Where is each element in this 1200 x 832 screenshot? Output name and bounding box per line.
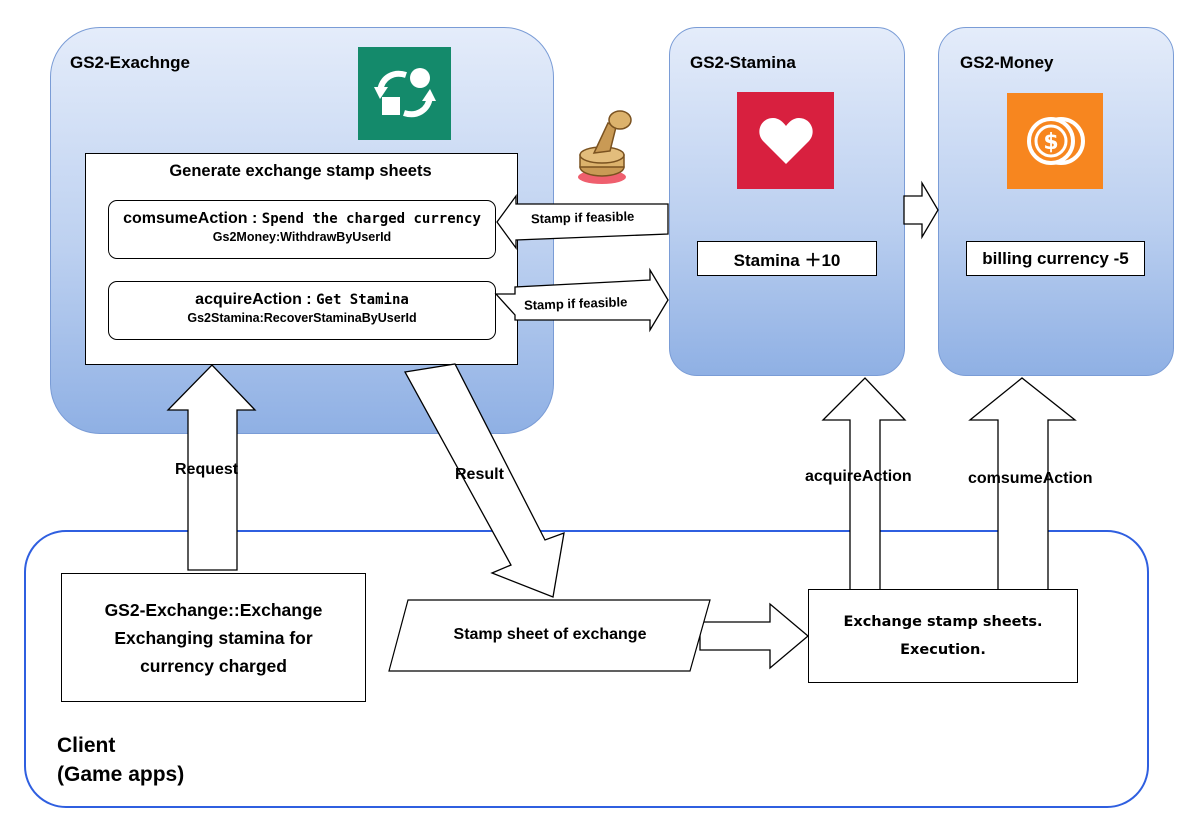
heart-icon: [737, 92, 834, 189]
client-label-line-1: Client: [57, 734, 116, 757]
stamp-sheet-label: Stamp sheet of exchange: [453, 626, 647, 643]
dollar-coin-icon: $: [1007, 93, 1103, 189]
stamina-value-box: Stamina ＋10: [697, 241, 877, 276]
acquire-action-method: Gs2Stamina:RecoverStaminaByUserId: [187, 311, 417, 325]
gs2-money-panel: [938, 27, 1174, 376]
acquire-action-arrow-label: acquireAction: [805, 468, 912, 485]
execution-line-2: Execution.: [900, 642, 986, 658]
sheet-title: Generate exchange stamp sheets: [169, 162, 432, 180]
execution-line-1: Exchange stamp sheets.: [843, 614, 1043, 630]
acquire-action-box: acquireAction : Get Stamina Gs2Stamina:R…: [108, 281, 496, 340]
gs2-exchange-title: GS2-Exachnge: [70, 53, 190, 72]
consume-action-label: comsumeAction :: [123, 210, 258, 227]
exchange-arrows-icon: [358, 47, 451, 140]
gs2-stamina-title: GS2-Stamina: [690, 53, 796, 72]
request-label: Request: [175, 461, 239, 478]
sheet-to-execution-arrow: [699, 602, 810, 670]
gs2-money-title: GS2-Money: [960, 53, 1054, 72]
exchange-call-line-2: Exchanging stamina for: [114, 627, 313, 648]
stamp-acquire-arrow: [494, 267, 669, 333]
rubber-stamp-glyph: [578, 110, 632, 184]
execution-box: Exchange stamp sheets. Execution.: [808, 589, 1078, 683]
request-arrow: [166, 364, 257, 571]
client-label-line-2: (Game apps): [57, 763, 185, 786]
stamp-consume-label: Stamp if feasible: [530, 208, 635, 227]
rubber-stamp-icon: [572, 105, 642, 190]
acquire-action-arrow: [821, 377, 907, 591]
dollar-coin-glyph: $: [1027, 117, 1085, 165]
consume-action-box: comsumeAction : Spend the charged curren…: [108, 200, 496, 259]
consume-action-method: Gs2Money:WithdrawByUserId: [212, 230, 392, 244]
stamp-sheet-shape: [388, 599, 711, 672]
result-arrow: [403, 363, 565, 598]
acquire-action-description: Get Stamina: [316, 292, 409, 308]
acquire-action-label: acquireAction :: [195, 291, 312, 308]
stamina-to-money-arrow: [903, 180, 939, 240]
consume-action-arrow: [968, 377, 1077, 591]
svg-text:$: $: [1043, 130, 1058, 155]
consume-action-description: Spend the charged currency: [261, 211, 481, 227]
consume-action-arrow-label: comsumeAction: [968, 470, 1093, 487]
exchange-call-line-3: currency charged: [140, 655, 287, 676]
exchange-call-line-1: GS2-Exchange::Exchange: [104, 599, 323, 620]
gs2-stamina-panel: [669, 27, 905, 376]
client-label: Client (Game apps): [57, 731, 184, 789]
exchange-arrows-glyph: [373, 67, 436, 117]
exchange-call-box: GS2-Exchange::Exchange Exchanging stamin…: [61, 573, 366, 702]
result-label: Result: [455, 466, 504, 483]
heart-glyph: [758, 117, 813, 164]
billing-currency-box: billing currency -5: [966, 241, 1145, 276]
stamp-consume-arrow: [496, 194, 669, 250]
